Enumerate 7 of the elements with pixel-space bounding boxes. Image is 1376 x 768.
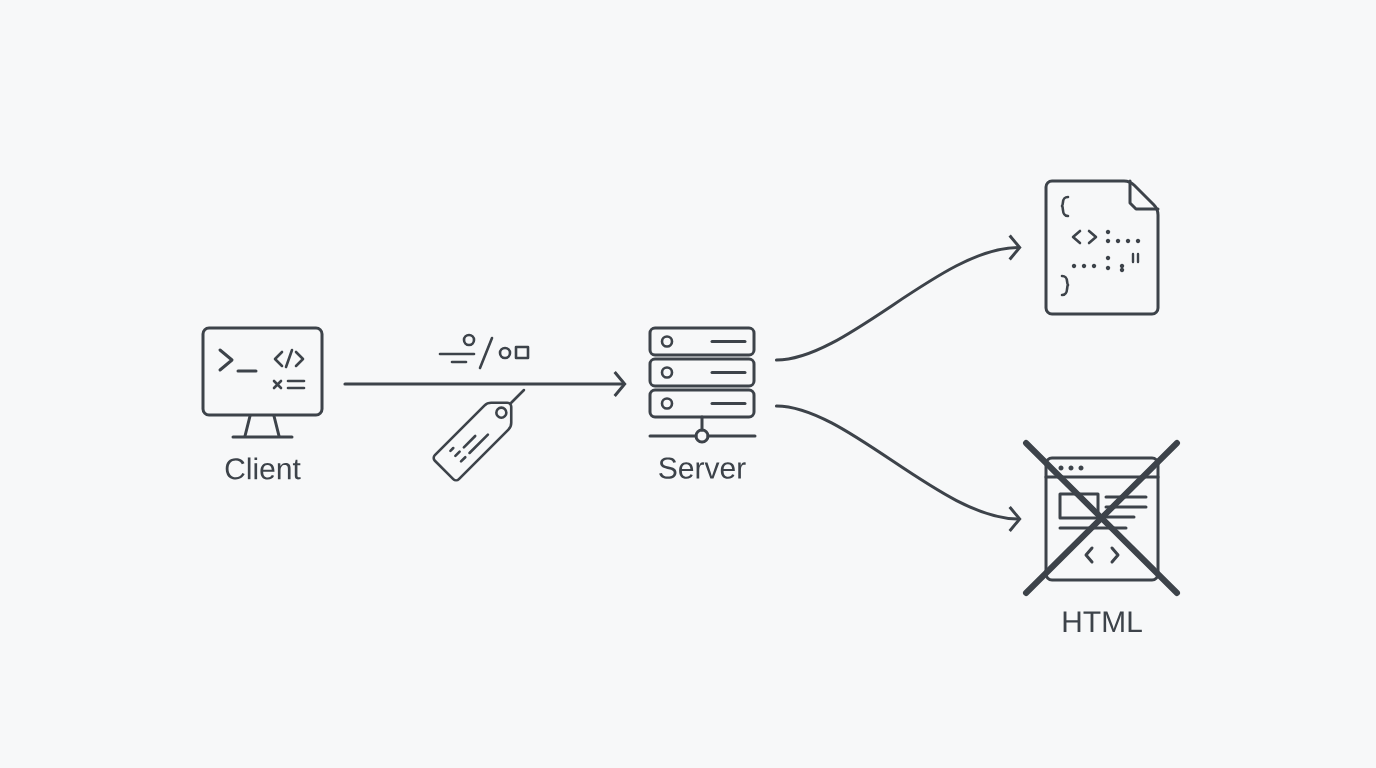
arrow <box>343 371 627 397</box>
node-label: HTML <box>1063 611 1142 633</box>
code-file-drawing <box>1044 179 1160 316</box>
arrow <box>774 404 1022 532</box>
node-label: Client <box>225 457 301 480</box>
node-label: Server <box>659 457 746 479</box>
arrow <box>774 234 1022 362</box>
